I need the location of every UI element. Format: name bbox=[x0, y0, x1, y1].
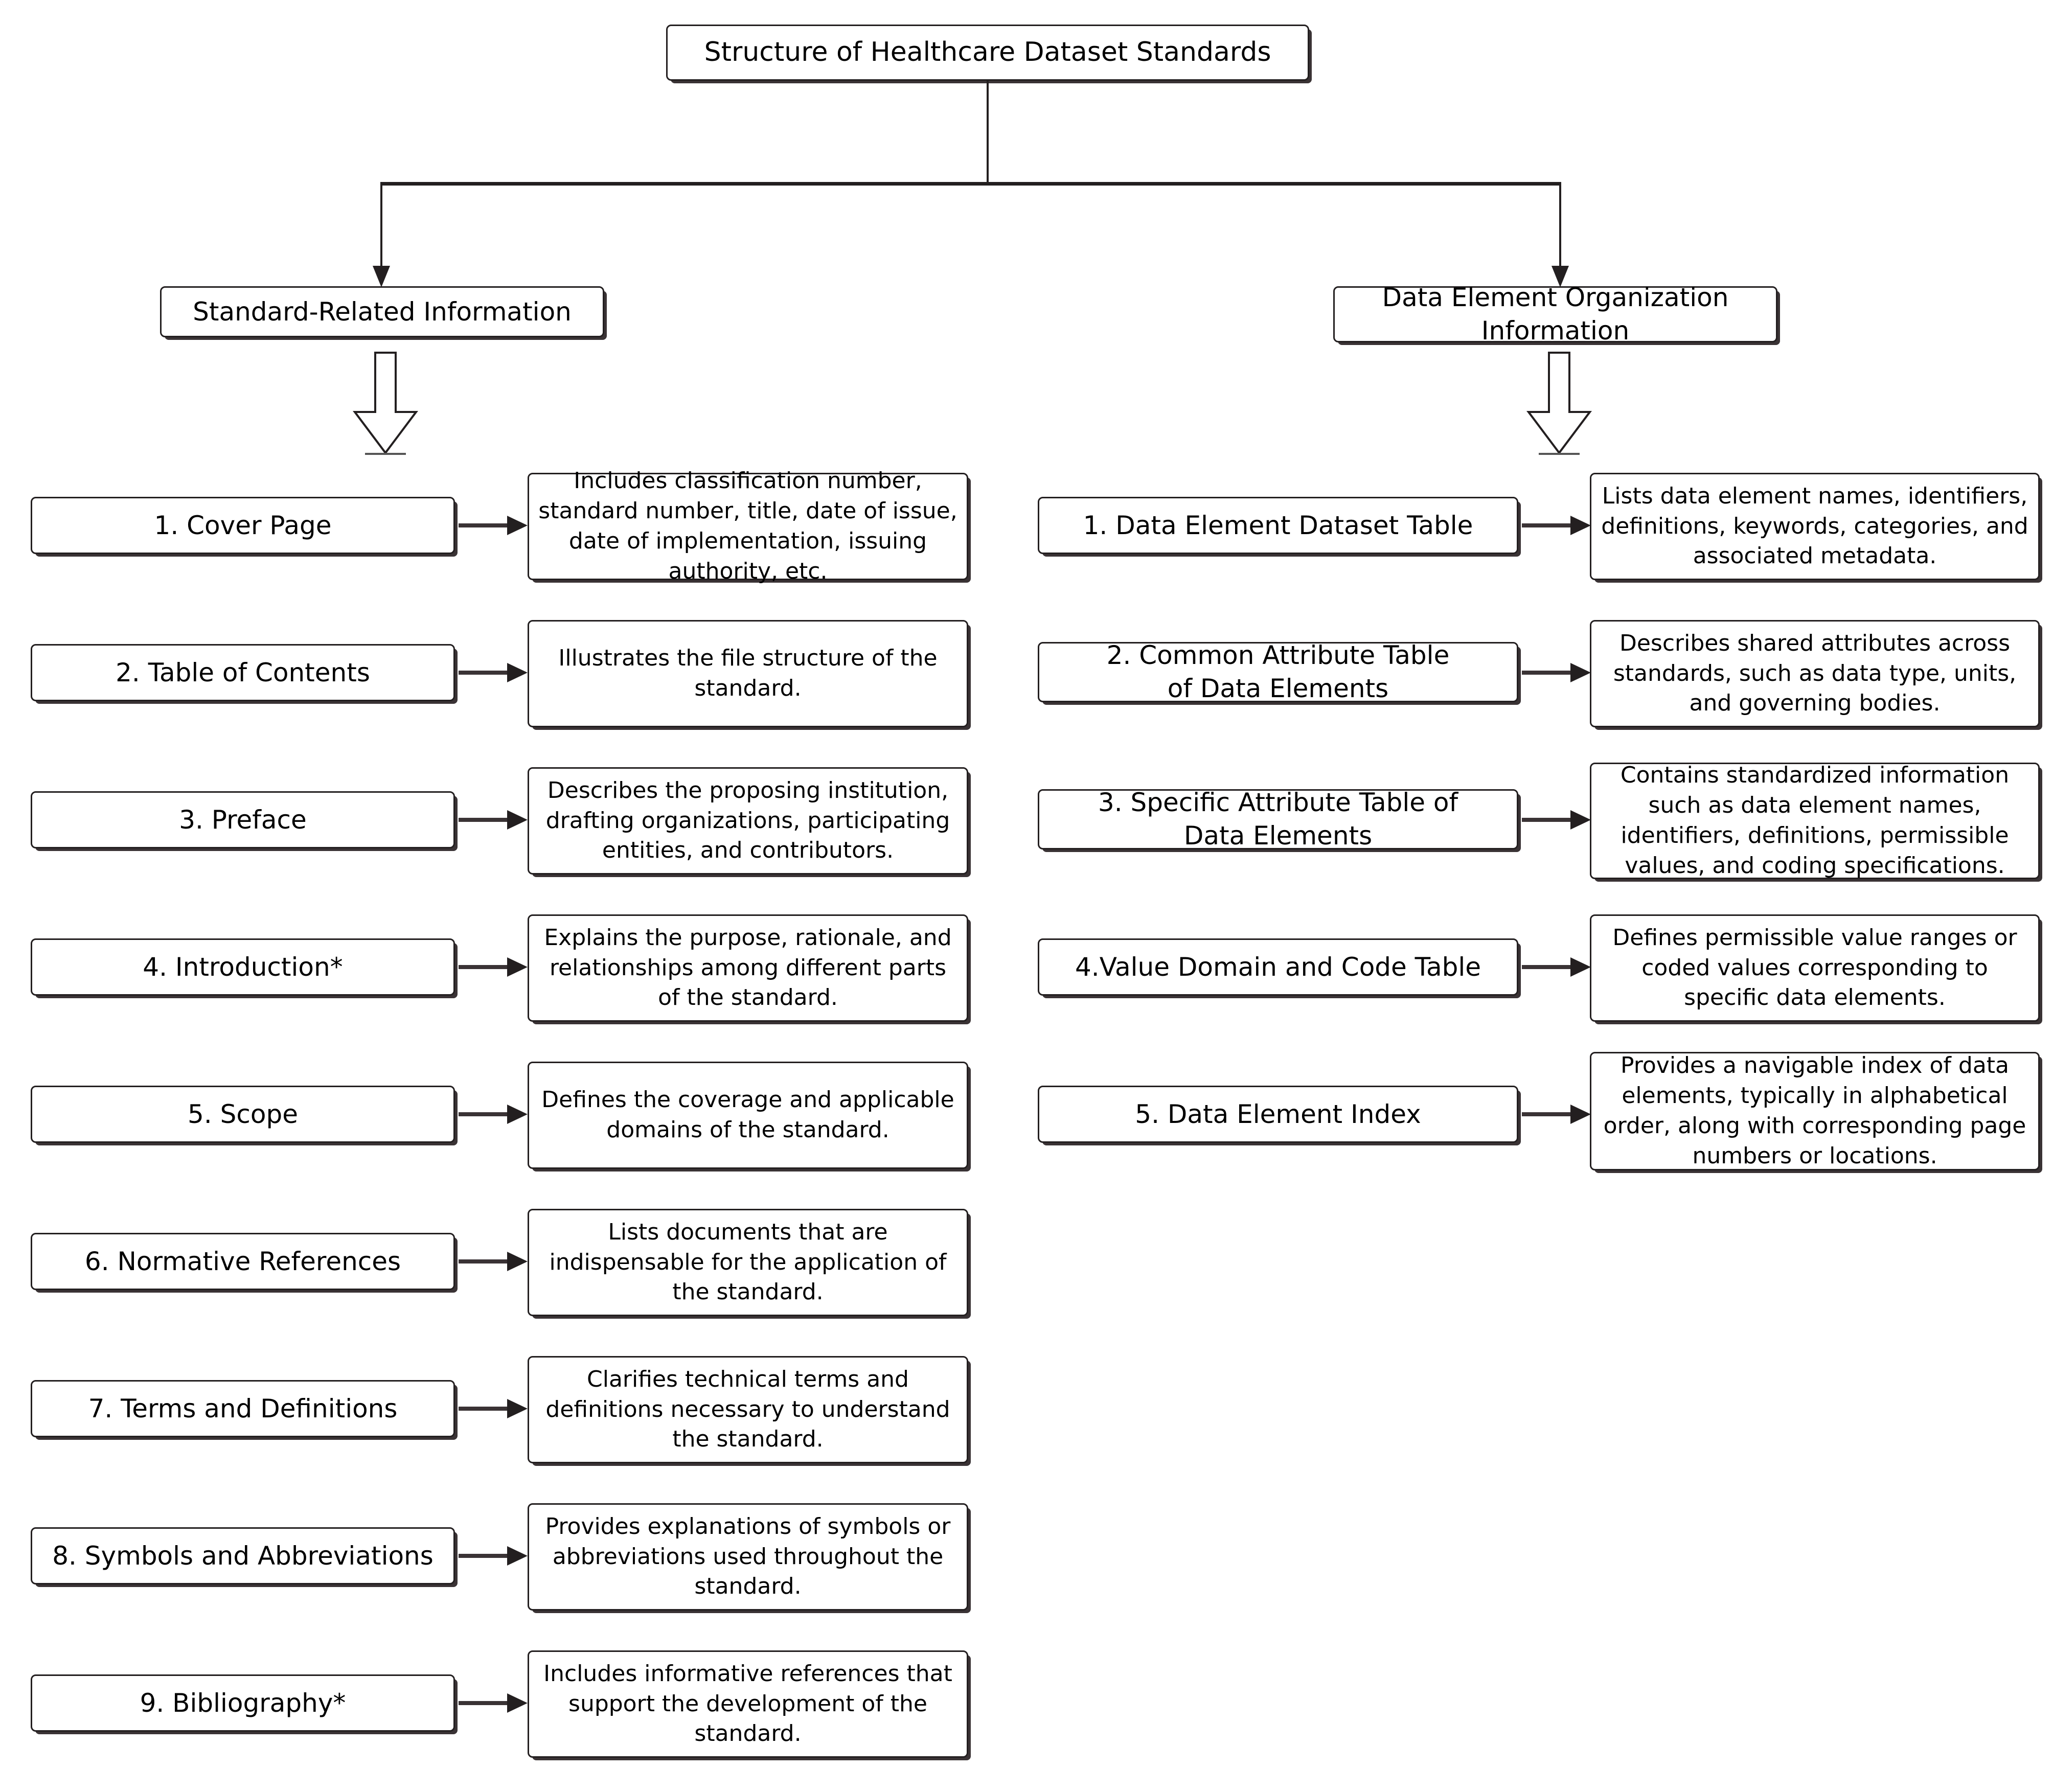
desc-box-right-2: Describes shared attributes across stand… bbox=[1590, 620, 2040, 727]
item-arrowhead-right-3-icon bbox=[1570, 810, 1591, 830]
desc-box-left-2: Illustrates the file structure of the st… bbox=[528, 620, 968, 727]
item-box-left-5: 5. Scope bbox=[31, 1086, 455, 1143]
item-label-right-4: 4.Value Domain and Code Table bbox=[1075, 952, 1481, 982]
item-connector-left-5 bbox=[459, 1112, 510, 1116]
desc-box-right-5: Provides a navigable index of data eleme… bbox=[1590, 1052, 2040, 1170]
item-arrowhead-left-7-icon bbox=[507, 1399, 528, 1418]
item-arrowhead-left-1-icon bbox=[507, 516, 528, 535]
item-connector-left-6 bbox=[459, 1259, 510, 1263]
item-connector-left-7 bbox=[459, 1407, 510, 1411]
item-label-left-9: 9. Bibliography* bbox=[140, 1688, 346, 1718]
item-arrowhead-left-6-icon bbox=[507, 1252, 528, 1271]
desc-text-right-5: Provides a navigable index of data eleme… bbox=[1603, 1052, 2026, 1169]
item-label-right-5: 5. Data Element Index bbox=[1135, 1099, 1421, 1129]
item-connector-right-4 bbox=[1522, 965, 1573, 969]
desc-box-left-6: Lists documents that are indispensable f… bbox=[528, 1209, 968, 1316]
item-arrowhead-left-3-icon bbox=[507, 810, 528, 830]
item-box-right-1: 1. Data Element Dataset Table bbox=[1038, 497, 1518, 554]
desc-text-left-4: Explains the purpose, rationale, and rel… bbox=[544, 924, 952, 1011]
item-box-left-8: 8. Symbols and Abbreviations bbox=[31, 1527, 455, 1584]
block-arrow-down-left-icon bbox=[353, 352, 418, 455]
desc-box-left-9: Includes informative references that sup… bbox=[528, 1650, 968, 1758]
item-label-left-5: 5. Scope bbox=[188, 1099, 298, 1129]
item-label-left-8: 8. Symbols and Abbreviations bbox=[52, 1541, 434, 1571]
item-label-left-3: 3. Preface bbox=[179, 805, 307, 835]
item-connector-right-1 bbox=[1522, 523, 1573, 527]
item-label-right-1: 1. Data Element Dataset Table bbox=[1083, 510, 1473, 540]
item-box-left-9: 9. Bibliography* bbox=[31, 1674, 455, 1732]
item-label-right-2: 2. Common Attribute Table of Data Elemen… bbox=[1106, 640, 1450, 703]
root-stem-line bbox=[987, 81, 989, 183]
item-label-left-1: 1. Cover Page bbox=[154, 510, 332, 540]
branch-right-arrowhead-icon bbox=[1552, 266, 1569, 287]
item-connector-left-1 bbox=[459, 523, 510, 527]
diagram-title-box: Structure of Healthcare Dataset Standard… bbox=[666, 25, 1309, 81]
item-arrowhead-left-8-icon bbox=[507, 1546, 528, 1566]
item-connector-right-5 bbox=[1522, 1112, 1573, 1116]
desc-box-left-4: Explains the purpose, rationale, and rel… bbox=[528, 914, 968, 1022]
item-connector-left-4 bbox=[459, 965, 510, 969]
desc-text-left-9: Includes informative references that sup… bbox=[543, 1660, 952, 1747]
block-arrow-down-right-icon bbox=[1526, 352, 1592, 455]
item-box-left-2: 2. Table of Contents bbox=[31, 644, 455, 701]
desc-text-left-2: Illustrates the file structure of the st… bbox=[558, 645, 938, 701]
branch-left-drop-line bbox=[380, 182, 382, 268]
item-arrowhead-left-4-icon bbox=[507, 957, 528, 977]
item-connector-right-2 bbox=[1522, 671, 1573, 675]
desc-box-right-3: Contains standardized information such a… bbox=[1590, 762, 2040, 879]
item-label-left-4: 4. Introduction* bbox=[143, 952, 343, 982]
item-arrowhead-left-9-icon bbox=[507, 1693, 528, 1713]
item-connector-left-2 bbox=[459, 671, 510, 675]
item-label-right-3: 3. Specific Attribute Table of Data Elem… bbox=[1098, 788, 1458, 851]
desc-box-left-5: Defines the coverage and applicable doma… bbox=[528, 1062, 968, 1169]
item-connector-left-9 bbox=[459, 1701, 510, 1705]
item-arrowhead-right-1-icon bbox=[1570, 516, 1591, 535]
item-box-left-1: 1. Cover Page bbox=[31, 497, 455, 554]
item-arrowhead-right-4-icon bbox=[1570, 957, 1591, 977]
item-box-left-7: 7. Terms and Definitions bbox=[31, 1380, 455, 1437]
item-box-right-2: 2. Common Attribute Table of Data Elemen… bbox=[1038, 640, 1518, 703]
root-split-bar bbox=[381, 182, 1561, 186]
desc-text-left-5: Defines the coverage and applicable doma… bbox=[541, 1087, 954, 1143]
item-box-left-4: 4. Introduction* bbox=[31, 938, 455, 996]
branch-left-arrowhead-icon bbox=[373, 266, 390, 287]
desc-text-left-8: Provides explanations of symbols or abbr… bbox=[545, 1513, 951, 1600]
item-arrowhead-right-5-icon bbox=[1570, 1105, 1591, 1124]
item-arrowhead-left-5-icon bbox=[507, 1105, 528, 1124]
desc-box-left-3: Describes the proposing institution, dra… bbox=[528, 767, 968, 875]
item-box-right-4: 4.Value Domain and Code Table bbox=[1038, 938, 1518, 996]
desc-box-right-1: Lists data element names, identifiers, d… bbox=[1590, 473, 2040, 580]
desc-text-right-2: Describes shared attributes across stand… bbox=[1613, 630, 2017, 717]
desc-box-left-8: Provides explanations of symbols or abbr… bbox=[528, 1503, 968, 1611]
desc-box-left-1: Includes classification number, standard… bbox=[528, 468, 968, 584]
branch-right-drop-line bbox=[1559, 182, 1561, 268]
desc-box-right-4: Defines permissible value ranges or code… bbox=[1590, 914, 2040, 1022]
item-arrowhead-right-2-icon bbox=[1570, 663, 1591, 682]
branch-label-right: Data Element Organization Information bbox=[1382, 283, 1729, 346]
desc-text-left-6: Lists documents that are indispensable f… bbox=[549, 1219, 947, 1305]
item-box-left-6: 6. Normative References bbox=[31, 1233, 455, 1290]
desc-text-right-4: Defines permissible value ranges or code… bbox=[1612, 924, 2017, 1011]
branch-box-standard-related-information: Standard-Related Information bbox=[160, 286, 604, 337]
item-connector-right-3 bbox=[1522, 818, 1573, 822]
desc-text-left-7: Clarifies technical terms and definition… bbox=[545, 1366, 950, 1453]
diagram-title-text: Structure of Healthcare Dataset Standard… bbox=[704, 37, 1271, 68]
branch-box-data-element-organization-information: Data Element Organization Information bbox=[1333, 283, 1777, 346]
item-box-left-3: 3. Preface bbox=[31, 791, 455, 848]
item-arrowhead-left-2-icon bbox=[507, 663, 528, 682]
item-box-right-5: 5. Data Element Index bbox=[1038, 1086, 1518, 1143]
branch-label-left: Standard-Related Information bbox=[193, 296, 572, 327]
item-connector-left-8 bbox=[459, 1554, 510, 1558]
desc-text-left-3: Describes the proposing institution, dra… bbox=[545, 777, 950, 864]
desc-text-left-1: Includes classification number, standard… bbox=[538, 468, 957, 584]
desc-box-left-7: Clarifies technical terms and definition… bbox=[528, 1356, 968, 1463]
item-box-right-3: 3. Specific Attribute Table of Data Elem… bbox=[1038, 788, 1518, 851]
desc-text-right-1: Lists data element names, identifiers, d… bbox=[1601, 483, 2028, 569]
desc-text-right-3: Contains standardized information such a… bbox=[1620, 762, 2010, 879]
item-connector-left-3 bbox=[459, 818, 510, 822]
item-label-left-2: 2. Table of Contents bbox=[116, 657, 370, 687]
item-label-left-6: 6. Normative References bbox=[84, 1246, 401, 1276]
item-label-left-7: 7. Terms and Definitions bbox=[88, 1393, 398, 1423]
